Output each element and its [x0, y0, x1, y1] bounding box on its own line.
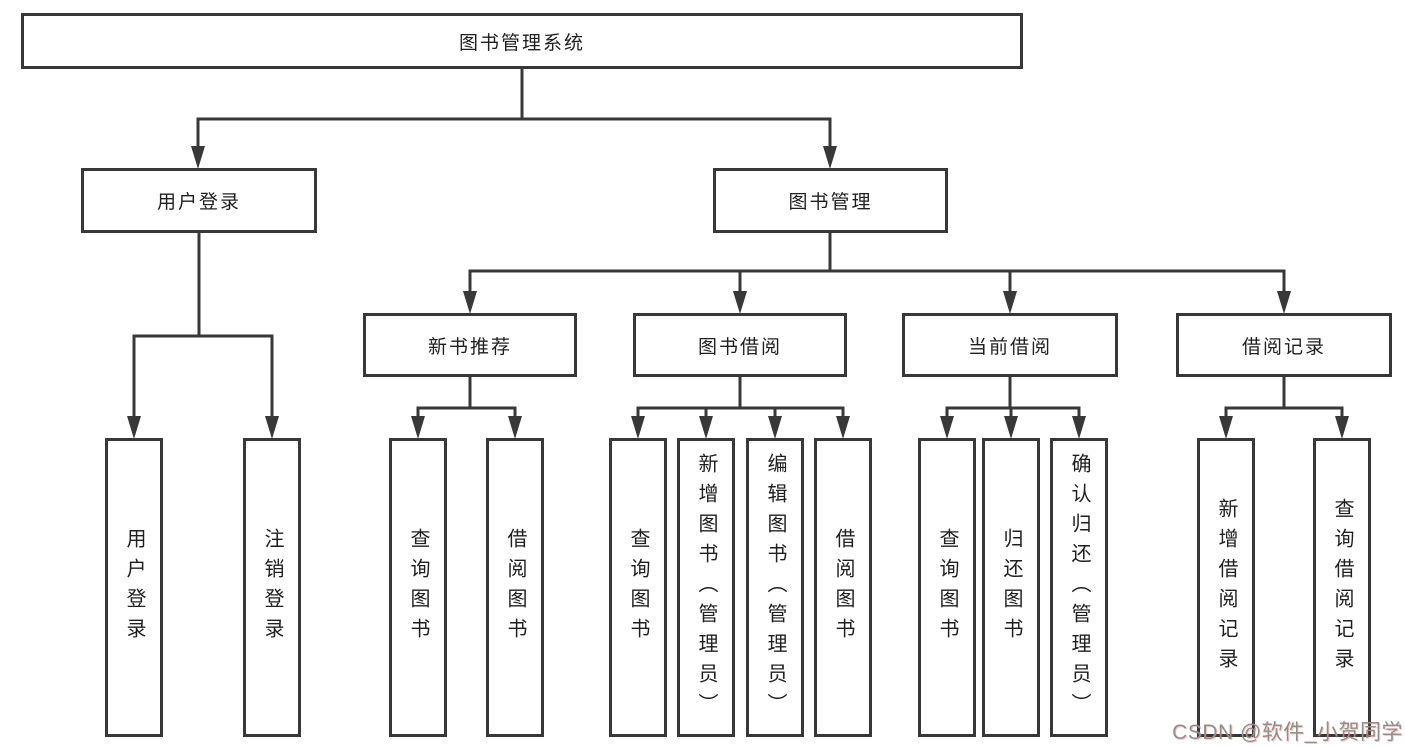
- node-book-management: 图书管理: [713, 168, 948, 233]
- leaf-query-book-recommend: 查询图书: [389, 438, 447, 737]
- leaf-label: 注销登录: [261, 527, 283, 648]
- leaf-query-book-current: 查询图书: [918, 438, 976, 737]
- leaf-user-login: 用户登录: [105, 438, 163, 737]
- node-user-login: 用户登录: [81, 168, 317, 233]
- leaf-borrow-book-recommend: 借阅图书: [486, 438, 544, 737]
- node-current-borrowing: 当前借阅: [902, 313, 1118, 377]
- node-book-borrowing: 图书借阅: [633, 313, 847, 377]
- leaf-confirm-return-admin: 确认归还（管理员）: [1050, 438, 1108, 737]
- leaf-label: 新增借阅记录: [1215, 497, 1237, 678]
- leaf-label: 确认归还（管理员）: [1068, 452, 1090, 723]
- leaf-logout: 注销登录: [243, 438, 301, 737]
- leaf-label: 查询图书: [407, 527, 429, 648]
- leaf-edit-book-admin: 编辑图书（管理员）: [746, 438, 804, 737]
- leaf-label: 查询借阅记录: [1331, 497, 1353, 678]
- leaf-add-borrow-record: 新增借阅记录: [1197, 438, 1255, 737]
- leaf-return-book: 归还图书: [982, 438, 1040, 737]
- leaf-label: 借阅图书: [832, 527, 854, 648]
- node-new-book-recommend: 新书推荐: [363, 313, 577, 377]
- leaf-label: 查询图书: [936, 527, 958, 648]
- leaf-label: 编辑图书（管理员）: [764, 452, 786, 723]
- leaf-borrow-book: 借阅图书: [814, 438, 872, 737]
- leaf-label: 新增图书（管理员）: [695, 452, 717, 723]
- leaf-query-book-borrowing: 查询图书: [609, 438, 667, 737]
- leaf-add-book-admin: 新增图书（管理员）: [677, 438, 735, 737]
- leaf-query-borrow-record: 查询借阅记录: [1313, 438, 1371, 737]
- leaf-label: 归还图书: [1000, 527, 1022, 648]
- csdn-watermark: CSDN @软件_小贺同学: [1172, 721, 1403, 744]
- node-library-system: 图书管理系统: [21, 13, 1023, 69]
- leaf-label: 查询图书: [627, 527, 649, 648]
- leaf-label: 用户登录: [123, 527, 145, 648]
- node-borrowing-records: 借阅记录: [1176, 313, 1392, 377]
- leaf-label: 借阅图书: [504, 527, 526, 648]
